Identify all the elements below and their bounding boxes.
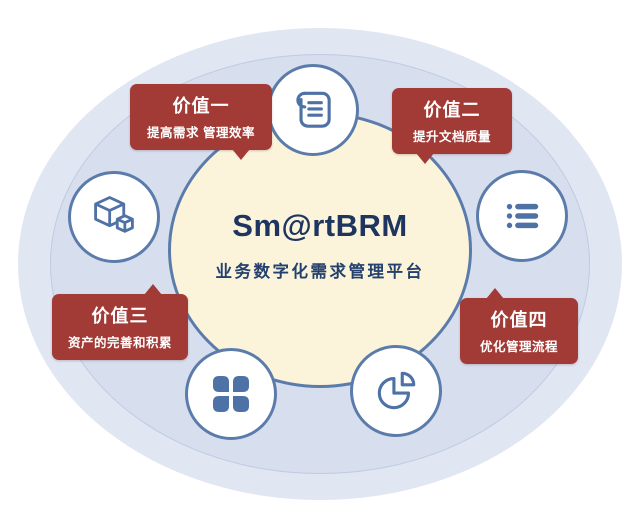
node-document-list (476, 170, 568, 262)
node-process-clover (185, 348, 277, 440)
value-4-title: 价值四 (490, 310, 548, 330)
platform-title: Sm@rtBRM (232, 208, 408, 243)
value-3-title: 价值三 (91, 306, 149, 326)
list-icon (497, 191, 547, 241)
value-2-title: 价值二 (423, 100, 481, 120)
value-badge-2: 价值二 提升文档质量 (392, 88, 512, 164)
value-3-desc: 资产的完善和积累 (67, 336, 172, 350)
node-requirements-document (267, 64, 359, 156)
center-text-block: Sm@rtBRM 业务数字化需求管理平台 (170, 208, 470, 282)
node-analytics-pie (350, 345, 442, 437)
node-asset-box (68, 171, 160, 263)
value-4-desc: 优化管理流程 (479, 340, 558, 354)
value-1-title: 价值一 (172, 96, 230, 116)
value-badge-1: 价值一 提高需求 管理效率 (130, 84, 272, 160)
clover-icon (207, 370, 255, 418)
scroll-icon (288, 85, 338, 135)
value-2-desc: 提升文档质量 (412, 130, 491, 144)
box-icon (88, 191, 140, 243)
value-badge-3: 价值三 资产的完善和积累 (52, 284, 188, 360)
value-badge-4: 价值四 优化管理流程 (460, 288, 578, 364)
pie-chart-icon (371, 366, 421, 416)
value-1-desc: 提高需求 管理效率 (147, 126, 255, 140)
platform-subtitle: 业务数字化需求管理平台 (215, 263, 425, 281)
